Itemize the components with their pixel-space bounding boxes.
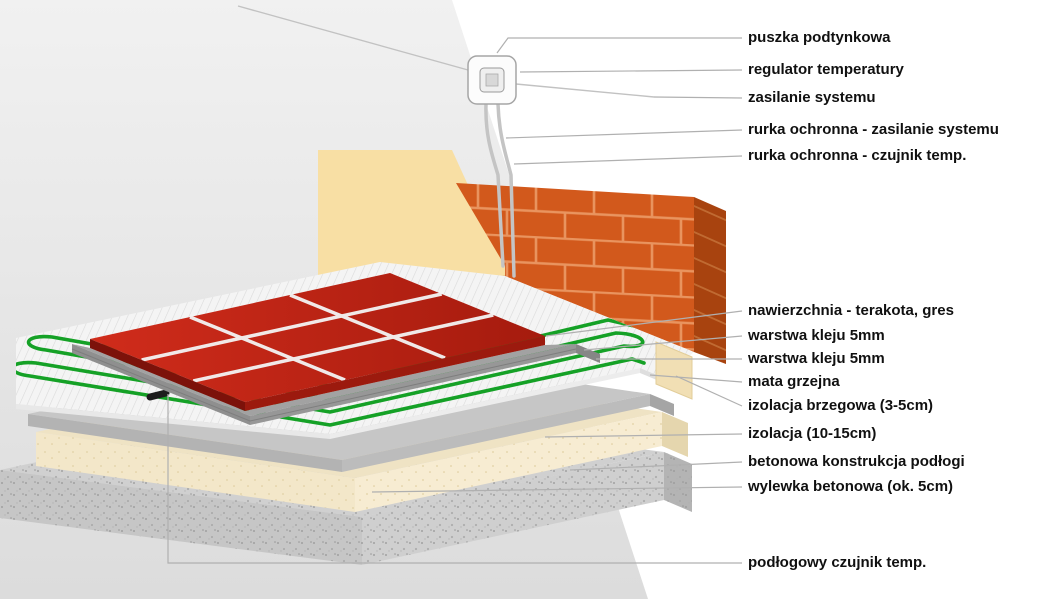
thermostat-display: [485, 73, 499, 87]
floor-sensor: [146, 389, 170, 401]
label-mata-grzejna: mata grzejna: [748, 373, 840, 390]
leader-regulator: [519, 69, 743, 73]
label-puszka-podtynkowa: puszka podtynkowa: [748, 29, 891, 46]
tile-layer: [90, 273, 545, 411]
label-zasilanie-systemu: zasilanie systemu: [748, 89, 876, 106]
leader-izolacja: [544, 433, 743, 438]
leader-nawierzchnia: [545, 310, 743, 337]
label-izolacja-brzegowa: izolacja brzegowa (3-5cm): [748, 397, 934, 414]
conduit-tubes: [484, 102, 516, 278]
leader-beton: [569, 461, 743, 471]
label-warstwa-kleju-2: warstwa kleju 5mm: [748, 350, 885, 367]
label-warstwa-kleju-1: warstwa kleju 5mm: [748, 327, 885, 344]
adhesive-layer: [71, 344, 600, 425]
brick-wall-side: [694, 197, 726, 364]
leader-lines: [167, 37, 743, 564]
leader-wylewka: [371, 486, 743, 493]
leader-rurka-zasilanie: [505, 129, 743, 139]
leader-czujnik: [167, 394, 742, 564]
thermostat: [467, 55, 517, 105]
leader-puszka: [496, 37, 742, 54]
leader-zasilanie: [653, 96, 743, 99]
leader-izolacja-brzegowa: [675, 375, 743, 407]
heating-cable: [16, 318, 646, 427]
conduit-power-tube: [484, 102, 505, 268]
label-rurka-zasilanie: rurka ochronna - zasilanie systemu: [748, 121, 999, 138]
label-izolacja: izolacja (10-15cm): [748, 425, 877, 442]
power-wire-right: [515, 83, 655, 98]
label-rurka-czujnik: rurka ochronna - czujnik temp.: [748, 147, 967, 164]
label-wylewka-betonowa: wylewka betonowa (ok. 5cm): [748, 478, 954, 495]
label-betonowa-konstrukcja: betonowa konstrukcja podłogi: [748, 453, 965, 470]
leader-rurka-czujnik: [513, 155, 743, 165]
leader-mata: [649, 374, 743, 383]
tile-joints: [141, 292, 494, 383]
conduit-sensor-tube: [496, 102, 516, 278]
power-wires: [237, 5, 655, 98]
adhesive-layer-step: [71, 348, 577, 422]
edge-insulation-strip: [655, 341, 693, 400]
power-wire-left: [237, 5, 469, 71]
label-nawierzchnia: nawierzchnia - terakota, gres: [748, 302, 954, 319]
brick-wall: [456, 183, 726, 364]
label-podlogowy-czujnik: podłogowy czujnik temp.: [748, 554, 927, 571]
leader-klej-1: [583, 335, 743, 351]
label-regulator-temperatury: regulator temperatury: [748, 61, 904, 78]
